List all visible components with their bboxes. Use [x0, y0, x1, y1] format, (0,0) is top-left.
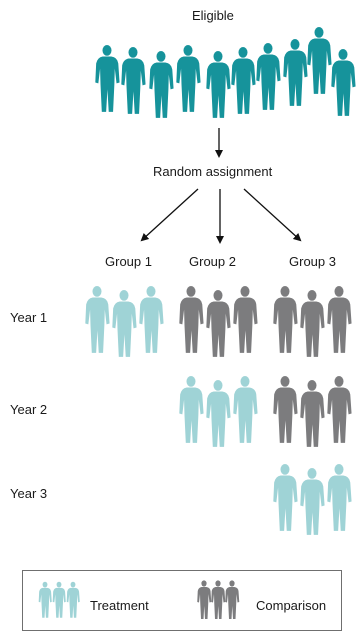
comparison-person-icon [327, 286, 352, 353]
year-1-label: Year 1 [10, 310, 48, 325]
eligible-person-icon [95, 45, 120, 112]
year-3-label: Year 3 [10, 486, 48, 501]
comparison-person-icon [273, 376, 298, 443]
eligible-person-icon [231, 47, 256, 114]
treatment-person-icon [327, 464, 352, 531]
comparison-person-icon [327, 376, 352, 443]
eligible-person-icon [256, 43, 281, 110]
legend-treatment-label: Treatment [90, 598, 149, 613]
treatment-person-icon [139, 286, 164, 353]
arrow-to-group-3 [243, 188, 302, 242]
comparison-person-icon [233, 286, 258, 353]
eligible-person-icon [331, 49, 356, 116]
group-3-label: Group 3 [289, 254, 336, 269]
eligible-person-icon [206, 51, 231, 118]
arrow-to-group-1 [140, 188, 199, 242]
comparison-person-icon [273, 286, 298, 353]
comparison-person-icon [206, 290, 231, 357]
group-1-label: Group 1 [105, 254, 152, 269]
eligible-person-icon [149, 51, 174, 118]
treatment-person-icon [85, 286, 110, 353]
eligible-person-icon [121, 47, 146, 114]
comparison-person-icon [300, 290, 325, 357]
random-assignment-label: Random assignment [153, 164, 273, 179]
treatment-person-icon [206, 380, 231, 447]
treatment-person-icon [273, 464, 298, 531]
group-2-label: Group 2 [189, 254, 236, 269]
eligible-person-icon [283, 39, 308, 106]
treatment-person-icon [300, 468, 325, 535]
treatment-person-icon [112, 290, 137, 357]
comparison-person-icon [179, 286, 204, 353]
comparison-person-icon [300, 380, 325, 447]
eligible-label: Eligible [192, 8, 234, 23]
eligible-person-icon [307, 27, 332, 94]
eligible-population-group [95, 27, 356, 118]
treatment-person-icon [179, 376, 204, 443]
legend [22, 570, 342, 631]
eligible-person-icon [176, 45, 201, 112]
treatment-person-icon [233, 376, 258, 443]
year-2-label: Year 2 [10, 402, 48, 417]
legend-comparison-label: Comparison [256, 598, 327, 613]
group-year-grid [85, 286, 352, 535]
